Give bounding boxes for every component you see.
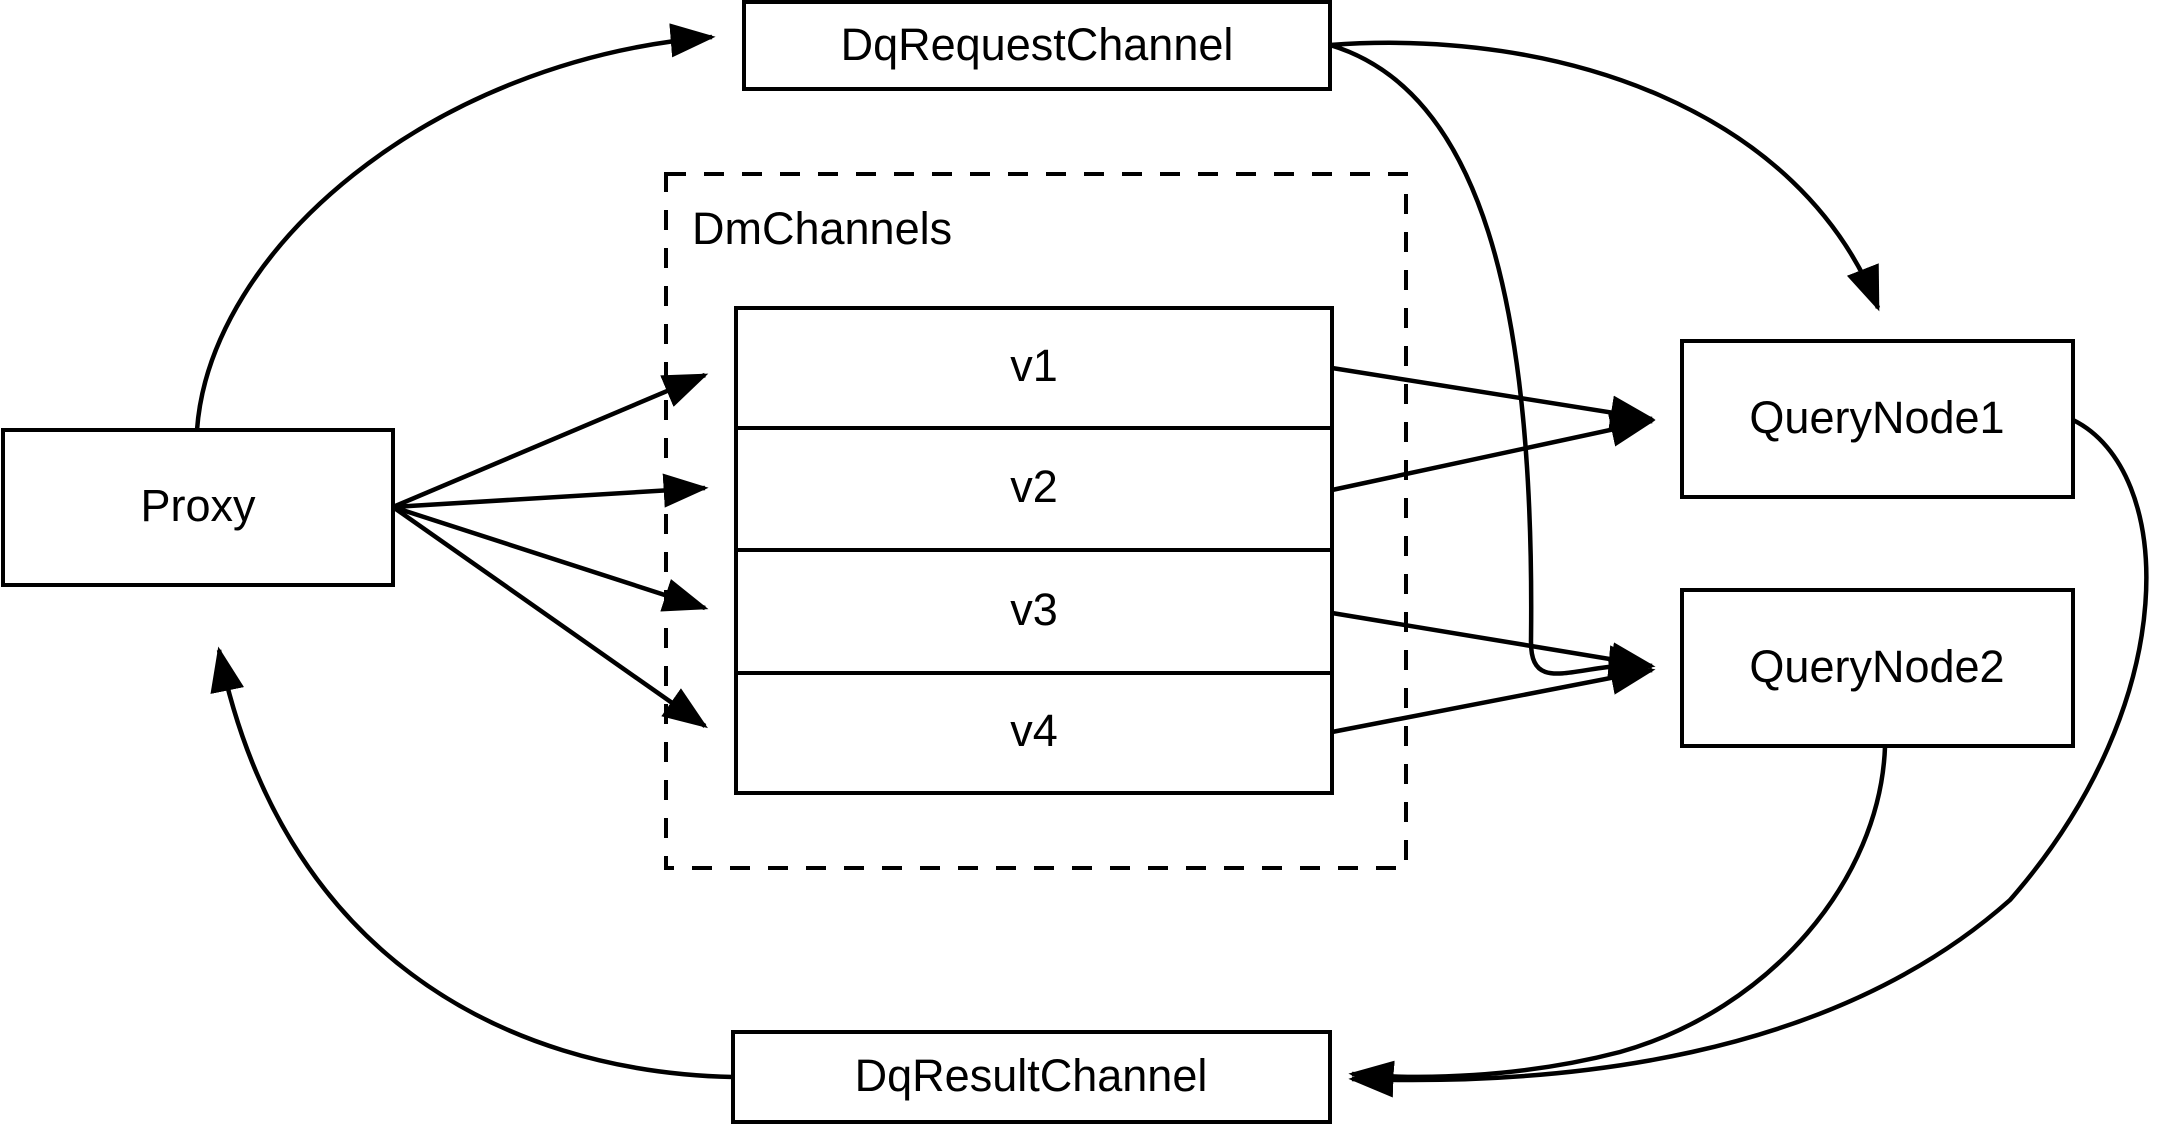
node-dq-result-channel-label: DqResultChannel <box>855 1050 1208 1101</box>
dm-channel-row-v1[interactable]: v1 <box>1010 340 1058 391</box>
node-dq-request-channel[interactable] <box>742 0 1332 91</box>
edge-proxy-to-v4 <box>391 505 708 729</box>
node-dq-result-channel[interactable] <box>731 1030 1332 1124</box>
edge-v3-to-query-node-2 <box>1331 610 1656 677</box>
node-query-node-2-label: QueryNode2 <box>1749 641 2004 692</box>
dm-channel-row-v2[interactable]: v2 <box>1010 461 1058 512</box>
dm-channel-row-v4[interactable]: v4 <box>1010 705 1058 756</box>
dm-channels-label: DmChannels <box>692 203 952 254</box>
edge-query-node-1-to-dq-result-channel <box>1348 417 2149 1098</box>
edge-proxy-to-dq-request-channel <box>194 23 716 431</box>
edge-dq-request-channel-to-query-node-2 <box>1329 42 1654 680</box>
edge-query-node-2-to-dq-result-channel <box>1348 746 1888 1095</box>
node-query-node-1[interactable] <box>1680 339 2075 499</box>
edge-dq-result-channel-to-proxy <box>210 646 734 1080</box>
edge-proxy-to-v3 <box>392 504 709 612</box>
edge-v4-to-query-node-2 <box>1331 661 1656 735</box>
node-query-node-1-label: QueryNode1 <box>1749 392 2004 443</box>
edge-v1-to-query-node-1 <box>1331 365 1656 430</box>
dm-channel-row-v3[interactable]: v3 <box>1010 584 1058 635</box>
dm-channels-group <box>664 172 1408 870</box>
edge-proxy-to-v2 <box>392 473 709 510</box>
edge-v2-to-query-node-1 <box>1331 413 1656 493</box>
edge-dq-request-channel-to-query-node-1 <box>1329 40 1881 312</box>
node-query-node-2[interactable] <box>1680 588 2075 748</box>
node-proxy-label: Proxy <box>140 480 256 531</box>
node-proxy[interactable] <box>1 428 395 587</box>
edge-proxy-to-v1 <box>392 372 709 510</box>
node-dq-request-channel-label: DqRequestChannel <box>841 19 1234 70</box>
